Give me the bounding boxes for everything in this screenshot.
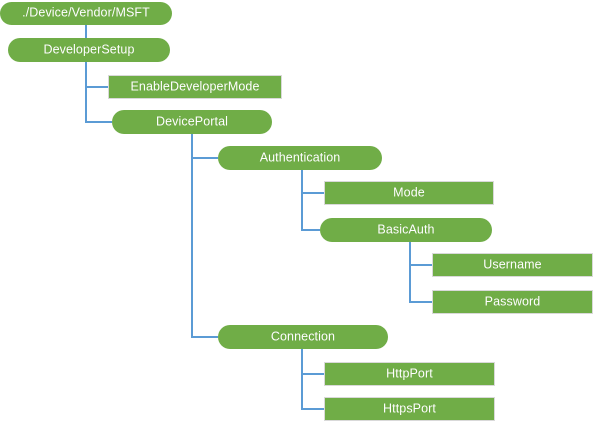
connector-device-portal-to-connection	[191, 134, 218, 338]
node-basic-auth[interactable]: BasicAuth	[320, 218, 492, 242]
connector-authentication-to-mode	[301, 170, 324, 194]
connector-connection-to-http-port	[301, 349, 324, 375]
node-device-portal[interactable]: DevicePortal	[112, 110, 272, 134]
node-label-authentication: Authentication	[259, 150, 341, 165]
node-label-password: Password	[484, 294, 541, 309]
connector-connection-to-https-port	[301, 349, 324, 410]
connector-developer-setup-to-enable-developer-mode	[85, 62, 108, 88]
node-label-http-port: HttpPort	[386, 366, 433, 381]
node-mode[interactable]: Mode	[324, 181, 494, 205]
node-label-root: ./Device/Vendor/MSFT	[22, 5, 150, 20]
node-label-username: Username	[483, 257, 542, 272]
node-password[interactable]: Password	[432, 290, 593, 314]
node-label-basic-auth: BasicAuth	[377, 222, 435, 237]
node-enable-developer-mode[interactable]: EnableDeveloperMode	[108, 75, 282, 99]
node-label-device-portal: DevicePortal	[155, 114, 229, 129]
node-label-developer-setup: DeveloperSetup	[43, 42, 135, 57]
node-label-connection: Connection	[270, 329, 336, 344]
node-connection[interactable]: Connection	[218, 325, 388, 349]
connector-authentication-to-basic-auth	[301, 170, 320, 231]
node-root[interactable]: ./Device/Vendor/MSFT	[0, 2, 172, 25]
connector-basic-auth-to-username	[409, 242, 432, 266]
connector-basic-auth-to-password	[409, 242, 432, 303]
node-username[interactable]: Username	[432, 253, 593, 277]
connector-device-portal-to-authentication	[191, 134, 218, 159]
node-label-https-port: HttpsPort	[383, 401, 436, 416]
node-developer-setup[interactable]: DeveloperSetup	[8, 38, 170, 62]
node-authentication[interactable]: Authentication	[218, 146, 382, 170]
node-label-mode: Mode	[393, 185, 425, 200]
node-https-port[interactable]: HttpsPort	[324, 397, 495, 421]
node-http-port[interactable]: HttpPort	[324, 362, 495, 386]
node-label-enable-developer-mode: EnableDeveloperMode	[130, 79, 260, 94]
